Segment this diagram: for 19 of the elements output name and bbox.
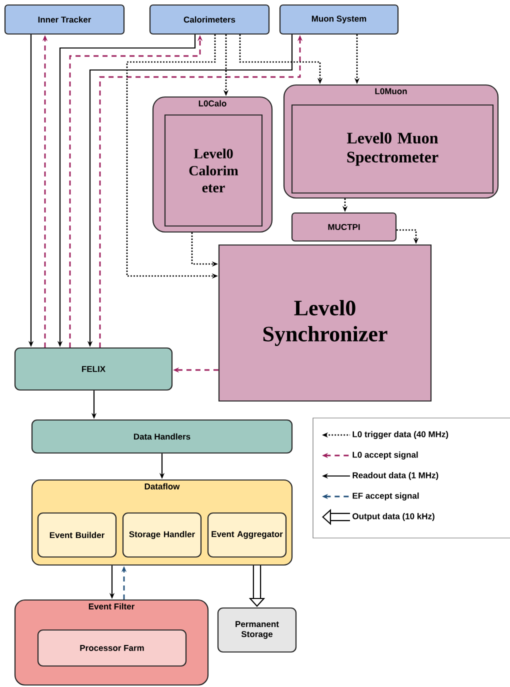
processor-box: Level0 Muon Spectrometer: [291, 104, 494, 194]
detector-box: Muon System: [279, 4, 399, 35]
synchronizer-box: Level0 Synchronizer: [218, 244, 432, 402]
legend-text: Output data (10 kHz): [352, 513, 434, 521]
component-box: Processor Farm: [37, 629, 187, 667]
readout-box: FELIX: [14, 347, 173, 391]
readout-box: Data Handlers: [31, 419, 293, 454]
detector-box: Calorimeters: [149, 4, 270, 35]
processor-box: Level0 Calorim eter: [164, 114, 263, 227]
processor-box: MUCTPI: [291, 212, 397, 242]
component-box: Event Aggregator: [207, 512, 287, 558]
component-box: Event Builder: [37, 512, 117, 558]
detector-box: Inner Tracker: [4, 4, 125, 35]
storage-box: Permanent Storage: [217, 607, 297, 653]
legend-text: EF accept signal: [352, 492, 419, 500]
component-box: Storage Handler: [122, 512, 202, 558]
legend-text: Readout data (1 MHz): [352, 472, 438, 480]
legend-text: L0 trigger data (40 MHz): [352, 431, 448, 439]
legend-text: L0 accept signal: [352, 452, 418, 460]
